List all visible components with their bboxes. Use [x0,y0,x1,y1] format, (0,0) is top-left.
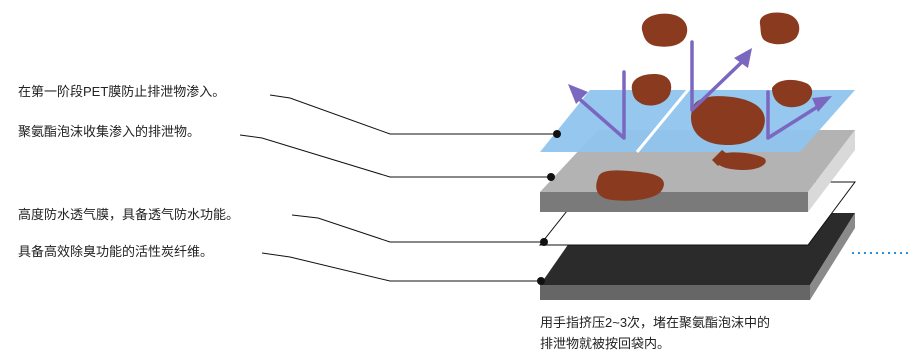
caption: 用手指挤压2~3次，堵在聚氨酯泡沫中的 排泄物就被按回袋内。 [540,312,880,354]
leader-lines [239,94,556,282]
return-arrows [574,40,824,140]
arrowheads [568,48,832,112]
waste-particles [631,12,813,166]
absorbed-waste-blob [596,170,664,201]
pet-film-label: 在第一阶段PET膜防止排泄物渗入。 [18,84,226,99]
foam-label: 聚氨酯泡沫收集渗入的排泄物。 [18,124,201,139]
caption-line-2: 排泄物就被按回袋内。 [540,336,671,351]
caption-line-1: 用手指挤压2~3次，堵在聚氨酯泡沫中的 [540,315,771,330]
leader-dots [537,130,561,285]
membrane-label: 高度防水透气膜，具备透气防水功能。 [18,207,240,222]
carbon-fiber-label: 具备高效除臭功能的活性炭纤维。 [18,244,214,259]
